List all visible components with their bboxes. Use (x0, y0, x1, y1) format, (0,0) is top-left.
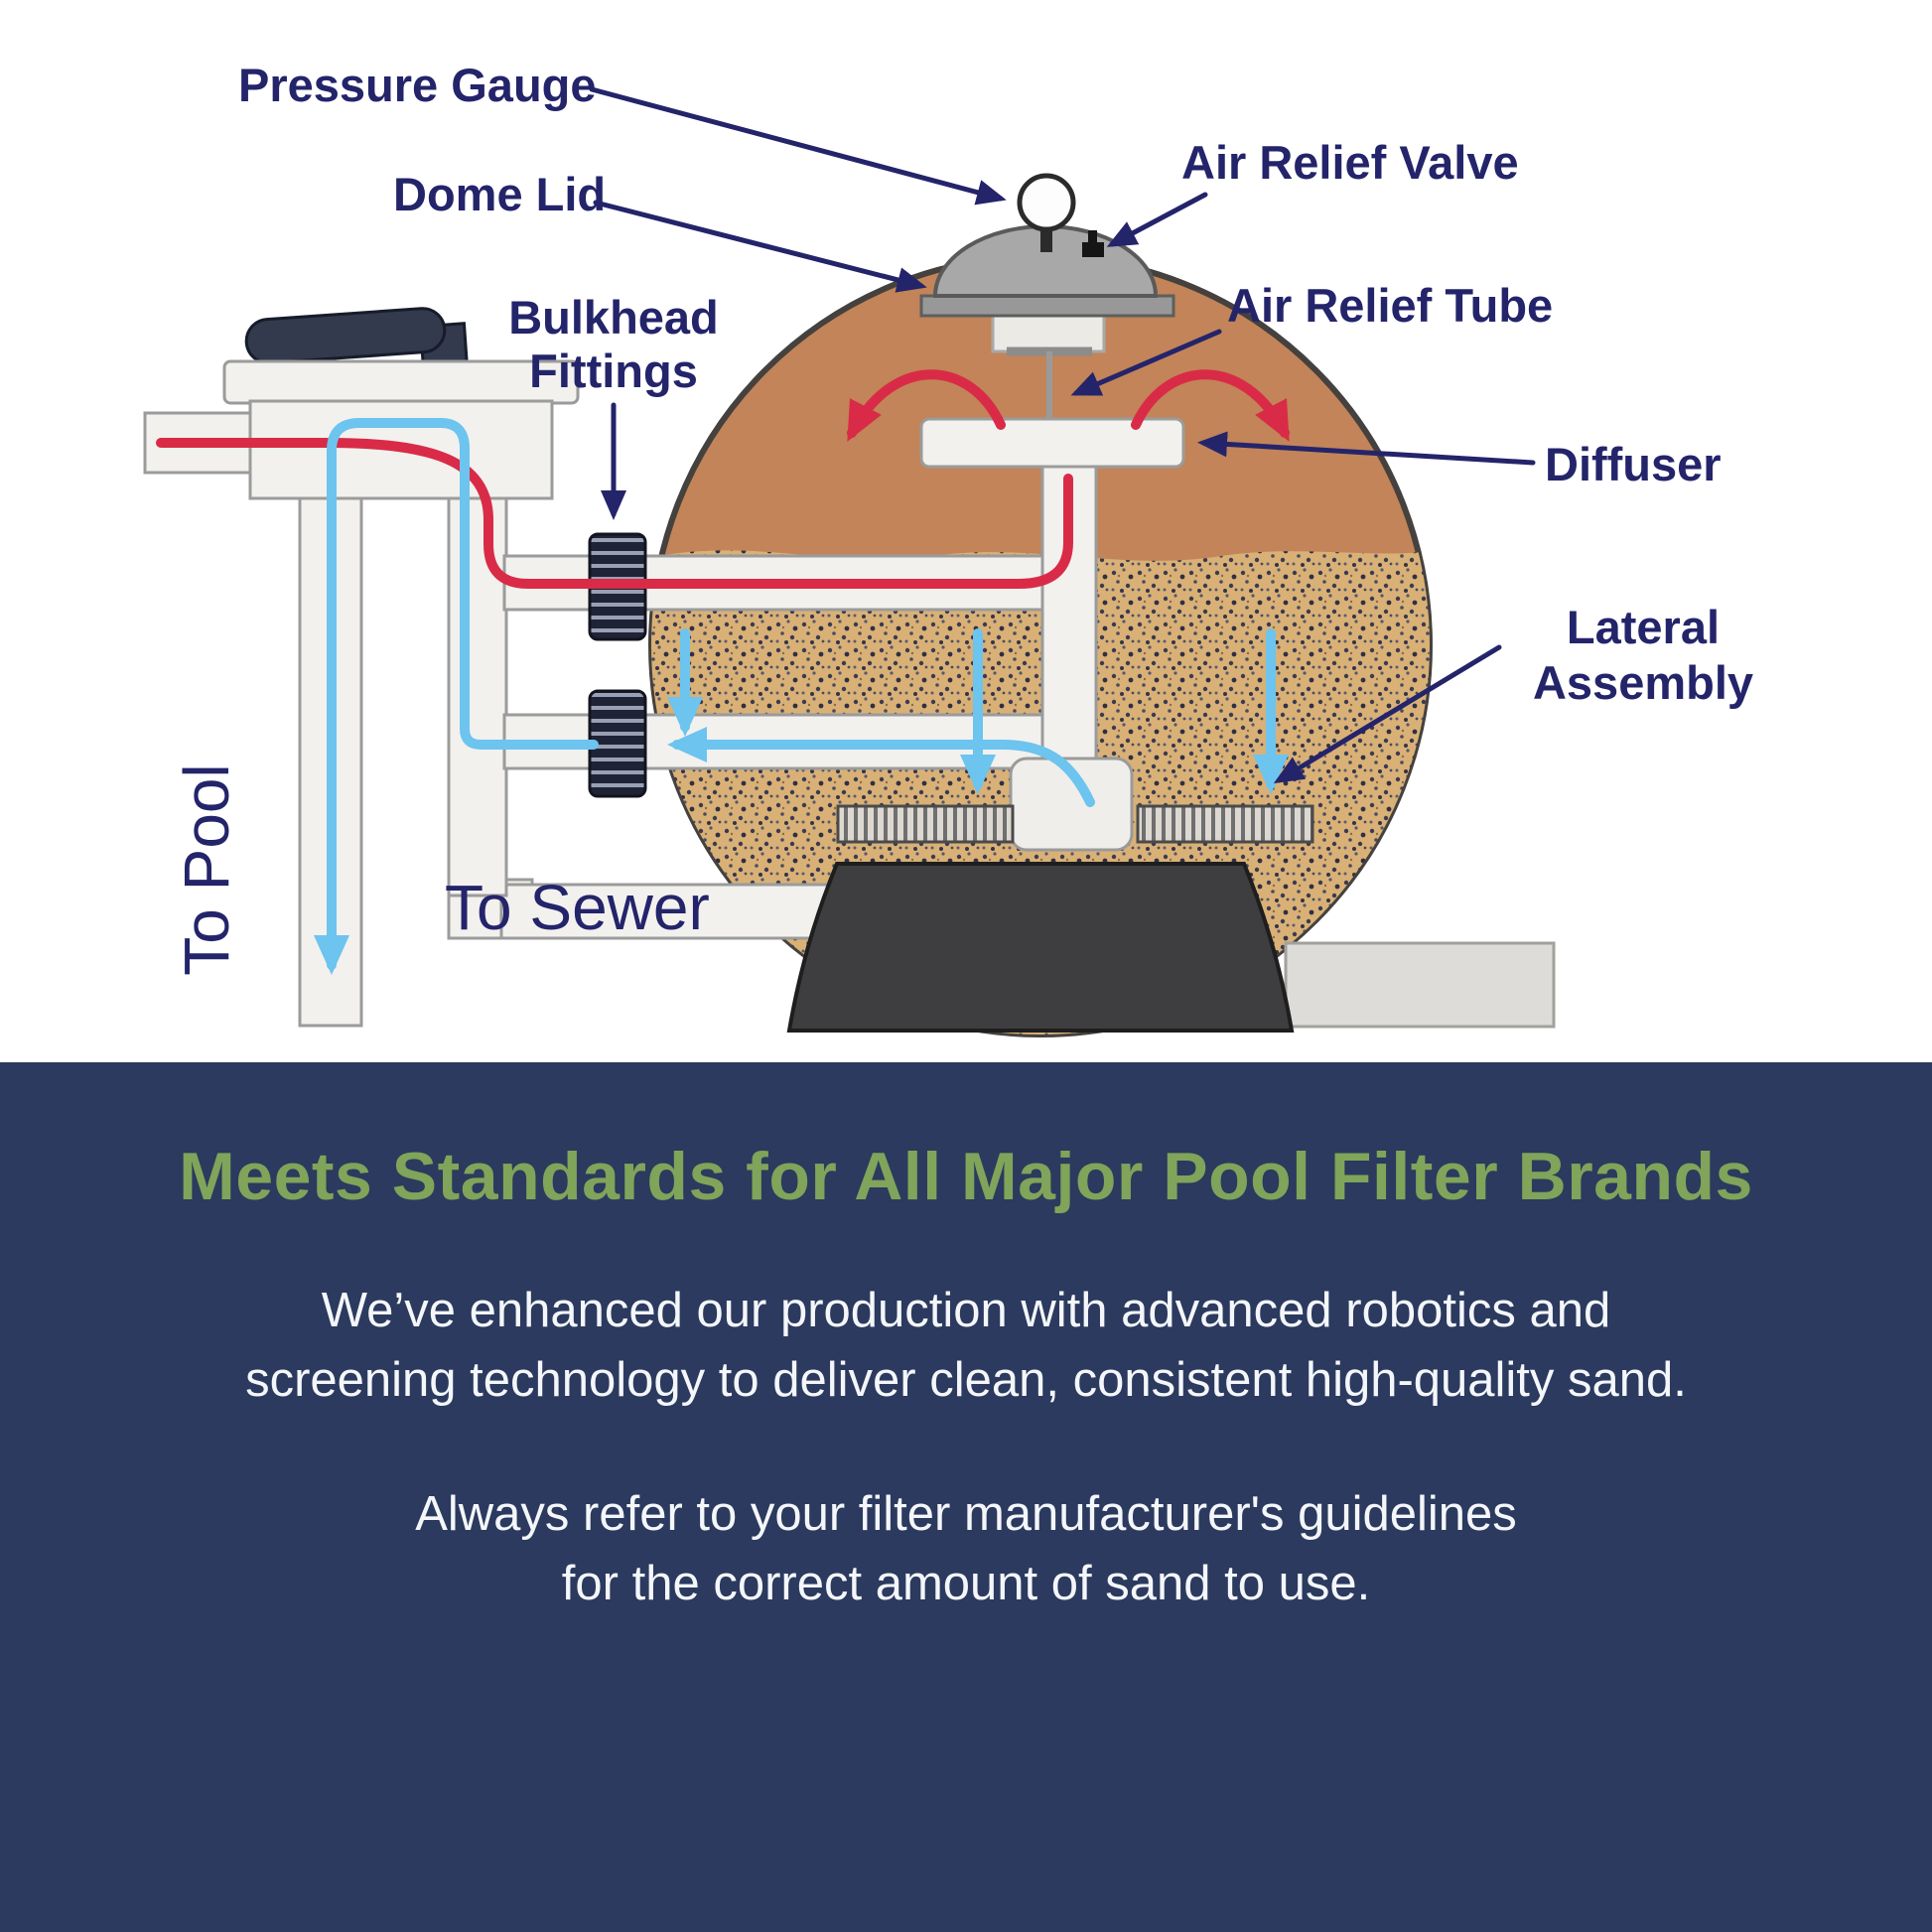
inflow-spray-left (847, 369, 1006, 442)
diffuser-label: Diffuser (1545, 438, 1722, 490)
outflow-path-return (314, 418, 599, 975)
tank-top-hardware (919, 173, 1175, 318)
callout-lateral-assembly: Lateral Assembly (1273, 601, 1753, 784)
inflow-path (156, 438, 1073, 589)
callout-pressure-gauge: Pressure Gauge (238, 59, 1007, 206)
panel-paragraph-1: We’ve enhanced our production with advan… (245, 1277, 1687, 1415)
lateral-left (836, 804, 1015, 844)
waste-vertical-pipe (447, 492, 508, 897)
inflow-spray-right (1131, 369, 1290, 442)
air-relief-valve-label: Air Relief Valve (1181, 136, 1519, 189)
air-relief-tube-arrow (1070, 329, 1222, 396)
base-stand (786, 862, 1295, 1033)
callouts: Pressure Gauge Dome Lid Bulkhead Fitting… (238, 59, 1753, 784)
to-pool-label: To Pool (171, 763, 242, 975)
callout-air-relief-tube: Air Relief Tube (1070, 279, 1553, 396)
dome-lid-arrow (593, 200, 927, 293)
paragraph-2-line-2: for the correct amount of sand to use. (561, 1556, 1371, 1610)
lateral-right (1136, 804, 1314, 844)
dome-flange (919, 294, 1175, 318)
air-relief-tube-label: Air Relief Tube (1227, 279, 1553, 332)
valve-handle-bar (244, 307, 447, 365)
bulkhead-label-line2: Fittings (529, 345, 698, 397)
panel-heading: Meets Standards for All Major Pool Filte… (179, 1139, 1753, 1214)
lateral-assembly-label-line1: Lateral (1567, 601, 1720, 653)
paragraph-2-line-1: Always refer to your filter manufacturer… (415, 1487, 1517, 1542)
lateral-assembly-label-line2: Assembly (1533, 656, 1753, 709)
valve-top-flange (222, 359, 580, 405)
paragraph-1-line-1: We’ve enhanced our production with advan… (321, 1284, 1611, 1337)
pressure-gauge (1017, 173, 1076, 232)
flow-lines (156, 369, 1290, 975)
to-sewer-label: To Sewer (445, 872, 710, 943)
bulkhead-label-line1: Bulkhead (508, 291, 719, 344)
air-relief-valve-stem (1088, 230, 1097, 244)
panel-paragraph-2: Always refer to your filter manufacturer… (415, 1480, 1517, 1618)
info-panel: Meets Standards for All Major Pool Filte… (0, 1062, 1932, 1932)
callout-diffuser: Diffuser (1197, 431, 1722, 490)
callout-bulkhead-fittings: Bulkhead Fittings (508, 291, 719, 520)
pressure-gauge-label: Pressure Gauge (238, 59, 597, 111)
tank-top-opening (991, 314, 1106, 353)
callout-air-relief-valve: Air Relief Valve (1106, 136, 1519, 247)
outflow-path-tank (667, 727, 1095, 807)
dome-lid-label: Dome Lid (393, 168, 606, 220)
sand-filter-diagram: Pressure Gauge Dome Lid Bulkhead Fitting… (143, 59, 1754, 1037)
lateral-assembly-arrow (1273, 644, 1502, 784)
pressure-gauge-arrow (589, 86, 1007, 206)
lateral-hub (1009, 757, 1134, 852)
air-relief-valve (1082, 242, 1104, 257)
base-drain-pipe (1284, 941, 1556, 1029)
diffuser (919, 417, 1185, 469)
diffuser-arrow (1197, 431, 1536, 466)
air-relief-valve-arrow (1106, 192, 1208, 247)
callout-dome-lid: Dome Lid (393, 168, 927, 293)
paragraph-1-line-2: screening technology to deliver clean, c… (245, 1352, 1687, 1407)
diagram-canvas: Pressure Gauge Dome Lid Bulkhead Fitting… (143, 59, 1753, 1037)
